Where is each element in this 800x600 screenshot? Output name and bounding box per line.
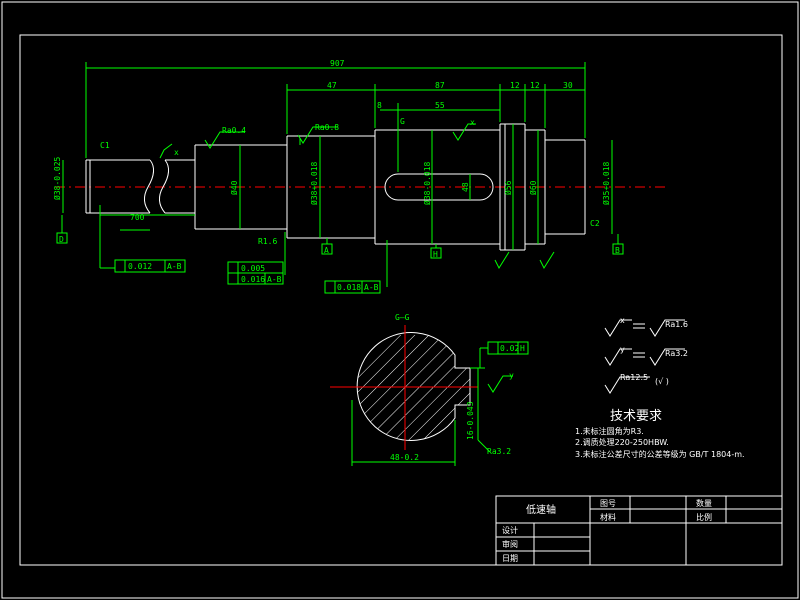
dim-dia-right: Ø35+0.018	[601, 161, 611, 205]
tb-date: 日期	[502, 554, 518, 563]
tol-runout3-value: 0.018	[337, 283, 361, 292]
tb-scale: 比例	[696, 512, 712, 522]
radius-r1: R1.6	[258, 237, 277, 246]
tol-runout1-ref: A-B	[167, 262, 182, 271]
tb-drawing-no: 图号	[600, 499, 616, 508]
tol-runout1-value: 0.012	[128, 262, 152, 271]
dim-dia-key: Ø38-0.018	[422, 161, 432, 205]
tb-material: 材料	[600, 512, 616, 522]
mark-x-left: x	[174, 148, 179, 157]
tb-review: 审阅	[502, 539, 518, 549]
dim-dia-60: Ø60	[528, 180, 538, 195]
legend-ra16: Ra1.6	[665, 320, 688, 329]
roughness-ra04: Ra0.4	[222, 126, 246, 135]
tol-sym-value: 0.02	[500, 344, 519, 353]
tol-sym-ref: H	[520, 344, 525, 353]
chamfer-c2: C2	[590, 219, 600, 228]
note-2: 2.调质处理220-250HBW.	[575, 437, 669, 447]
legend-y: y	[620, 345, 625, 354]
section-label: G—G	[395, 313, 410, 322]
legend-x: x	[620, 316, 625, 325]
section-mark-g: G	[400, 117, 405, 126]
dim-48: 48	[461, 182, 470, 192]
chamfer-c1: C1	[100, 141, 110, 150]
dim-dia-mid: Ø38+0.018	[309, 161, 319, 205]
datum-boxes	[56, 215, 624, 259]
tb-design: 设计	[502, 525, 518, 535]
dimension-lines	[62, 62, 613, 287]
tol-cyl-value: 0.005	[241, 264, 265, 273]
dim-30: 30	[563, 81, 573, 90]
section-dims	[351, 341, 529, 466]
tol-runout2-value: 0.016	[241, 275, 265, 284]
mark-x-right: x	[470, 118, 475, 127]
roughness-legend	[604, 319, 685, 394]
note-3: 3.未标注公差尺寸的公差等级为 GB/T 1804-m.	[575, 449, 745, 459]
legend-ra32: Ra3.2	[665, 349, 688, 358]
datum-a: A	[324, 246, 329, 255]
dim-dia-40: Ø40	[229, 180, 239, 195]
dim-87: 87	[435, 81, 445, 90]
dim-8: 8	[377, 101, 382, 110]
dim-dia-left: Ø38-0.025	[52, 156, 62, 200]
roughness-ra08: Ra0.8	[315, 123, 339, 132]
roughness-ra32: Ra3.2	[487, 447, 511, 456]
tb-qty: 数量	[696, 498, 712, 508]
legend-ra125: Ra12.5	[620, 373, 648, 382]
note-1: 1.未标注圆角为R3.	[575, 426, 644, 436]
dim-700: 700	[130, 213, 145, 222]
tolerance-frames	[114, 259, 381, 294]
dim-12a: 12	[510, 81, 520, 90]
tol-runout3-ref: A-B	[364, 283, 379, 292]
inner-frame	[19, 34, 783, 566]
section-depth: 16-0.043	[466, 401, 475, 440]
section-width: 48-0.2	[390, 453, 419, 462]
roughness-symbols	[159, 123, 555, 270]
dim-47: 47	[327, 81, 337, 90]
legend-paren: (√ )	[655, 377, 669, 386]
datum-h: H	[433, 250, 438, 259]
dim-12b: 12	[530, 81, 540, 90]
datum-d: D	[59, 235, 64, 244]
dim-dia-56: Ø56	[503, 180, 513, 195]
part-name: 低速轴	[526, 503, 556, 516]
notes-heading: 技术要求	[610, 409, 662, 424]
dim-55: 55	[435, 101, 445, 110]
title-block	[495, 495, 783, 566]
section-view	[330, 325, 478, 450]
mark-y: y	[509, 371, 514, 380]
tol-runout2-ref: A-B	[267, 275, 282, 284]
datum-b: B	[615, 246, 620, 255]
dim-overall: 907	[330, 59, 345, 68]
